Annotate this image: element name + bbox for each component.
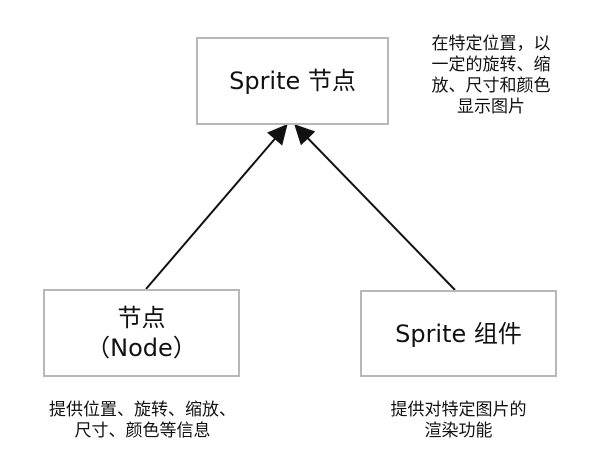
node-box: 节点 （Node） bbox=[43, 289, 240, 377]
sprite-component-box: Sprite 组件 bbox=[360, 290, 557, 377]
sprite-node-box: Sprite 节点 bbox=[196, 37, 389, 125]
sprite-node-description-line-4: 显示图片 bbox=[457, 97, 525, 117]
node-description-line-1: 提供位置、旋转、缩放、 bbox=[49, 400, 236, 420]
edge-node-to-sprite-node bbox=[145, 123, 288, 290]
sprite-component-description-line-1: 提供对特定图片的 bbox=[390, 400, 527, 420]
edge-sprite-component-to-sprite-node bbox=[294, 124, 456, 291]
sprite-node-label: Sprite 节点 bbox=[229, 67, 356, 95]
sprite-component-label: Sprite 组件 bbox=[395, 319, 522, 348]
node-label-line-2: （Node） bbox=[86, 334, 197, 362]
node-description: 提供位置、旋转、缩放、 尺寸、颜色等信息 bbox=[20, 400, 265, 442]
sprite-component-description-line-2: 渲染功能 bbox=[424, 421, 493, 441]
sprite-node-description: 在特定位置，以 一定的旋转、缩 放、尺寸和颜色 显示图片 bbox=[406, 34, 576, 118]
node-description-line-2: 尺寸、颜色等信息 bbox=[74, 421, 211, 441]
sprite-component-description: 提供对特定图片的 渲染功能 bbox=[360, 400, 557, 442]
sprite-node-description-line-1: 在特定位置，以 bbox=[431, 34, 551, 54]
sprite-node-description-line-2: 一定的旋转、缩 bbox=[431, 55, 551, 75]
node-label-line-1: 节点 bbox=[117, 304, 166, 332]
sprite-node-description-line-3: 放、尺寸和颜色 bbox=[431, 76, 551, 96]
